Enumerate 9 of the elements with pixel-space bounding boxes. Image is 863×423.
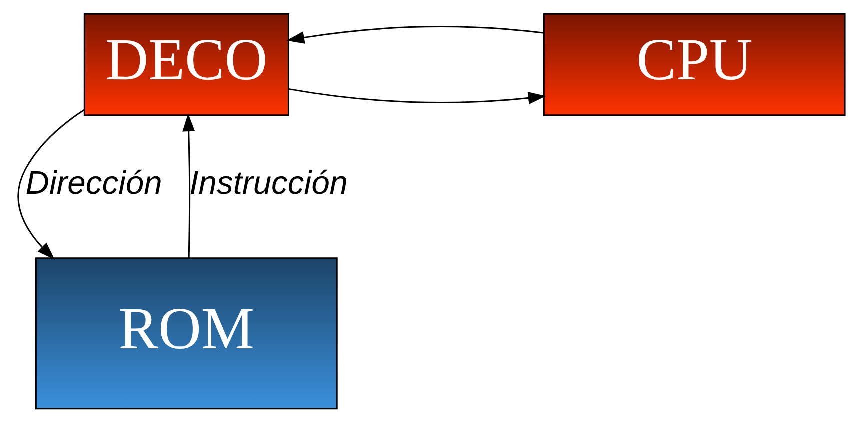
arrow	[286, 26, 544, 44]
node-box: ROM	[36, 258, 338, 410]
node-box: CPU	[543, 13, 846, 116]
edge-label: Dirección	[26, 164, 162, 201]
arrow	[182, 114, 196, 258]
arrow	[288, 88, 546, 104]
edge-label: Instrucción	[190, 164, 348, 201]
arrow	[18, 109, 85, 260]
node-box: DECO	[84, 13, 290, 116]
